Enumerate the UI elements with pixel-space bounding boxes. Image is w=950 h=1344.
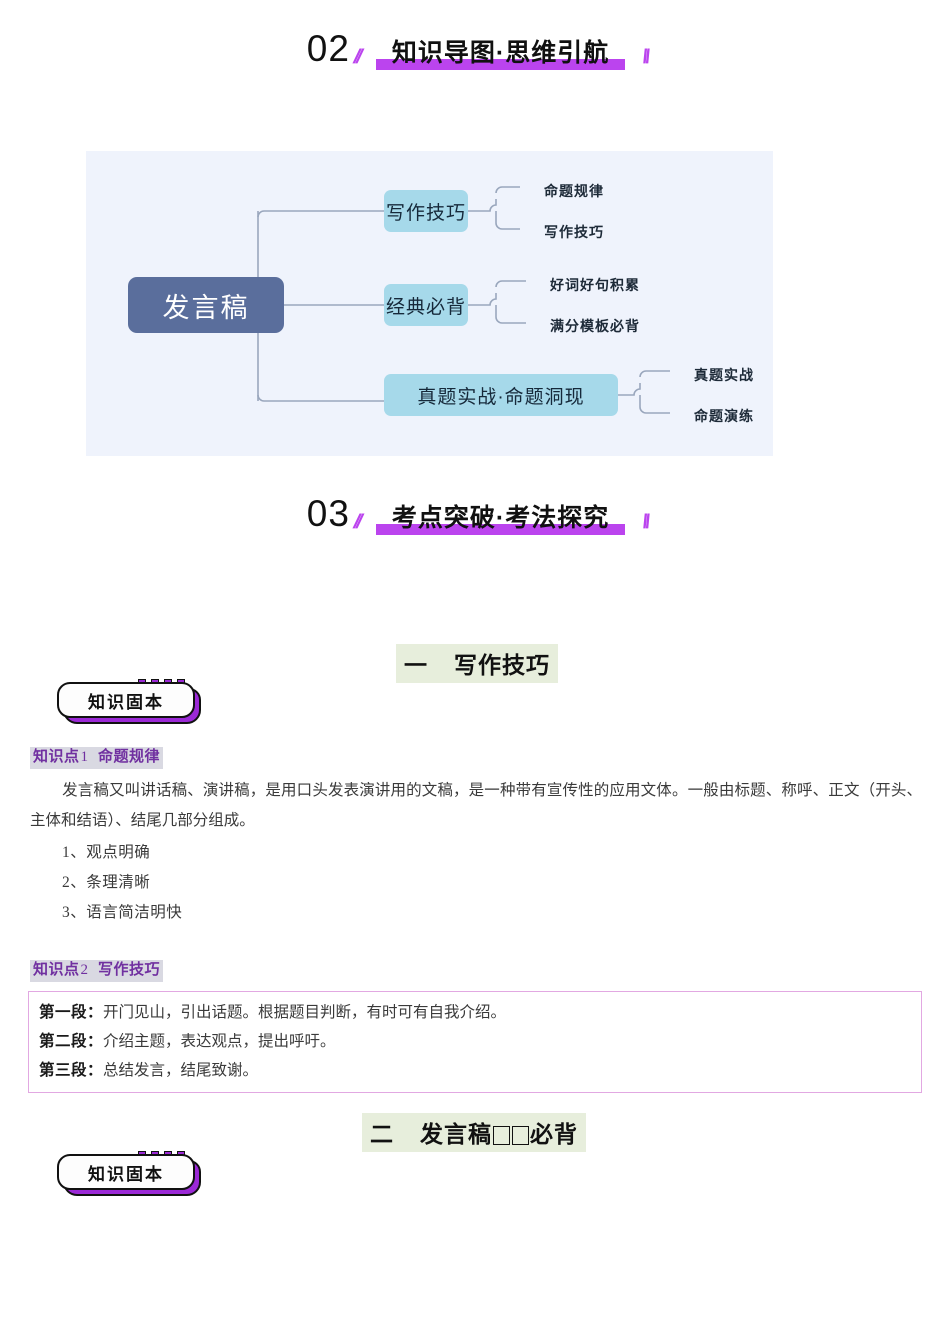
kp-2-title: 写作技巧 — [98, 961, 161, 978]
mindmap-branch-3[interactable]: 真题实战·命题洞现 — [384, 374, 618, 416]
mindmap-leaf-2-2[interactable]: 满分模板必背 — [550, 318, 640, 334]
knowledge-point-label-1: 知识点1 命题规律 — [30, 747, 164, 769]
missing-glyph-box — [512, 1126, 529, 1145]
section-one-ordinal: 一 — [404, 652, 428, 678]
badge-label: 知识固本 — [88, 1164, 164, 1184]
step-text: 开门见山，引出话题。根据题目判断，有时可有自我介绍。 — [103, 1004, 507, 1021]
mindmap-leaf-1-1[interactable]: 命题规律 — [544, 183, 604, 199]
section-title-wrap-03: // 考点突破·考法探究 \\ — [350, 504, 651, 536]
writing-steps-box: 第一段：开门见山，引出话题。根据题目判断，有时可有自我介绍。 第二段：介绍主题，… — [28, 991, 922, 1093]
badge-body: 知识固本 — [57, 682, 195, 718]
mindmap-connectors — [257, 186, 670, 414]
mindmap-leaf-2-1[interactable]: 好词好句积累 — [550, 277, 640, 293]
missing-glyph-box — [493, 1126, 510, 1145]
intro-paragraph: 发言稿又叫讲话稿、演讲稿，是用口头发表演讲用的文稿，是一种带有宣传性的应用文体。… — [30, 776, 922, 836]
right-slashes-icon: \\ — [639, 45, 651, 68]
kp-1-title: 命题规律 — [98, 748, 161, 765]
intro-paragraph-text: 发言稿又叫讲话稿、演讲稿，是用口头发表演讲用的文稿，是一种带有宣传性的应用文体。… — [30, 782, 922, 829]
section-title-wrap-02: // 知识导图·思维引航 \\ — [350, 39, 651, 71]
section-banner-03: 03 // 考点突破·考法探究 \\ — [0, 495, 950, 536]
section-title-02: 知识导图·思维引航 — [391, 39, 610, 67]
section-two-title-after: 必背 — [530, 1121, 578, 1147]
right-slashes-icon: \\ — [639, 510, 651, 533]
step-row: 第二段：介绍主题，表达观点，提出呼吁。 — [39, 1027, 911, 1056]
step-text: 总结发言，结尾致谢。 — [103, 1062, 259, 1079]
list-item: 1、观点明确 — [62, 844, 151, 861]
section-banner-02: 02 // 知识导图·思维引航 \\ — [0, 30, 950, 71]
knowledge-point-label-2: 知识点2 写作技巧 — [30, 960, 164, 982]
mindmap-leaf-3-2[interactable]: 命题演练 — [694, 408, 754, 424]
step-row: 第一段：开门见山，引出话题。根据题目判断，有时可有自我介绍。 — [39, 998, 911, 1027]
mindmap-branch-3-label: 真题实战·命题洞现 — [417, 386, 585, 408]
section-number-02: 02 — [291, 28, 350, 69]
step-key: 第二段： — [39, 1033, 104, 1050]
mindmap-panel: 发言稿 写作技巧 命题规律 写作技巧 经典必背 好词好句积累 满分模板必背 真题… — [86, 151, 773, 456]
badge-label: 知识固本 — [88, 692, 164, 712]
title-highlight-bar — [375, 58, 626, 70]
kp-1-number: 1 — [80, 749, 89, 765]
mindmap-branch-1[interactable]: 写作技巧 — [384, 190, 468, 232]
section-number-text: 02 — [306, 28, 350, 69]
section-number-03: 03 — [291, 493, 350, 534]
section-heading-one: 一写作技巧 — [396, 644, 558, 683]
mindmap-branch-2[interactable]: 经典必背 — [384, 284, 468, 326]
section-one-title: 写作技巧 — [454, 652, 550, 678]
mindmap-root-node[interactable]: 发言稿 — [128, 277, 284, 333]
section-heading-two: 二发言稿 必背 — [362, 1113, 586, 1152]
kp-2-number: 2 — [80, 962, 89, 978]
step-row: 第三段：总结发言，结尾致谢。 — [39, 1056, 911, 1085]
left-slashes-icon: // — [350, 45, 363, 68]
badge-body: 知识固本 — [57, 1154, 195, 1190]
kp-2-prefix: 知识点 — [33, 961, 80, 978]
mindmap-leaf-1-2[interactable]: 写作技巧 — [544, 224, 604, 240]
step-key: 第三段： — [39, 1062, 104, 1079]
section-two-ordinal: 二 — [370, 1121, 394, 1147]
list-item: 2、条理清晰 — [62, 874, 151, 891]
mindmap-root-label: 发言稿 — [162, 292, 250, 323]
step-key: 第一段： — [39, 1004, 104, 1021]
step-text: 介绍主题，表达观点，提出呼吁。 — [103, 1033, 336, 1050]
mindmap-branch-2-label: 经典必背 — [385, 296, 466, 318]
list-item: 3、语言简洁明快 — [62, 904, 183, 921]
title-highlight-bar — [375, 523, 626, 535]
kp-1-prefix: 知识点 — [33, 748, 80, 765]
section-title-03: 考点突破·考法探究 — [391, 504, 610, 532]
section-two-title-before: 发言稿 — [420, 1121, 492, 1147]
knowledge-badge-2: 知识固本 — [55, 1151, 203, 1198]
section-number-text: 03 — [306, 493, 350, 534]
left-slashes-icon: // — [350, 510, 363, 533]
knowledge-badge-1: 知识固本 — [55, 679, 203, 726]
mindmap-branch-1-label: 写作技巧 — [385, 202, 466, 224]
mindmap-leaf-3-1[interactable]: 真题实战 — [694, 367, 754, 383]
